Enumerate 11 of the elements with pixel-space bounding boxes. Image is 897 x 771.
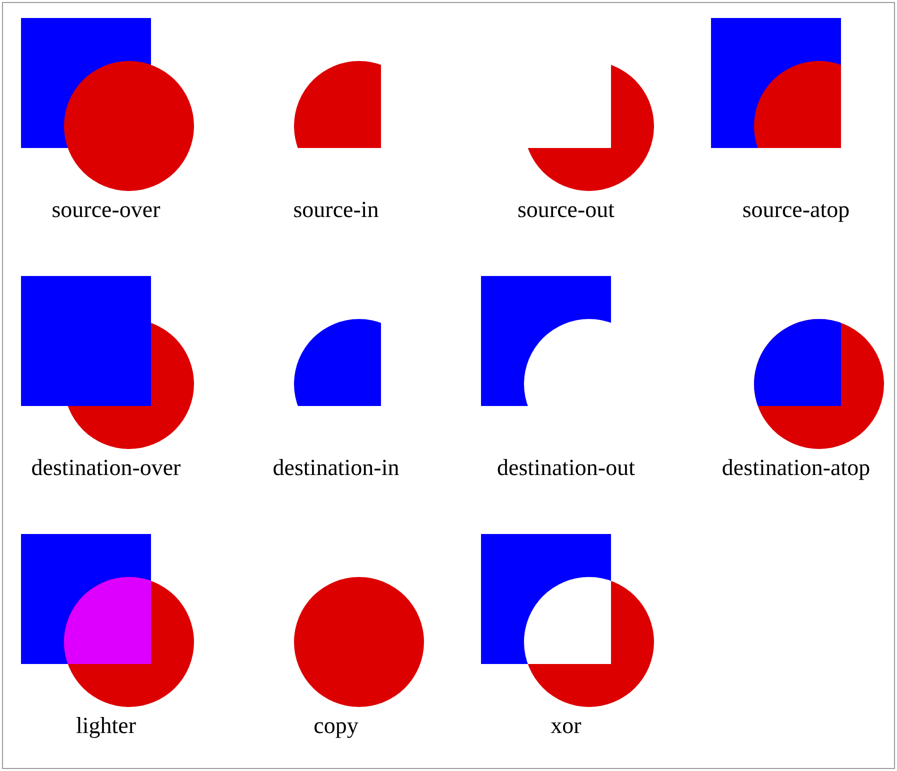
- caption: source-atop: [742, 197, 850, 223]
- caption: destination-in: [272, 455, 400, 481]
- caption: copy: [314, 713, 358, 739]
- caption: lighter: [76, 713, 136, 739]
- caption: destination-out: [497, 455, 635, 481]
- caption: source-over: [52, 197, 160, 223]
- caption: source-in: [293, 197, 379, 223]
- caption: source-out: [517, 197, 615, 223]
- caption: destination-over: [31, 455, 181, 481]
- caption: destination-atop: [722, 455, 870, 481]
- caption: xor: [550, 713, 582, 739]
